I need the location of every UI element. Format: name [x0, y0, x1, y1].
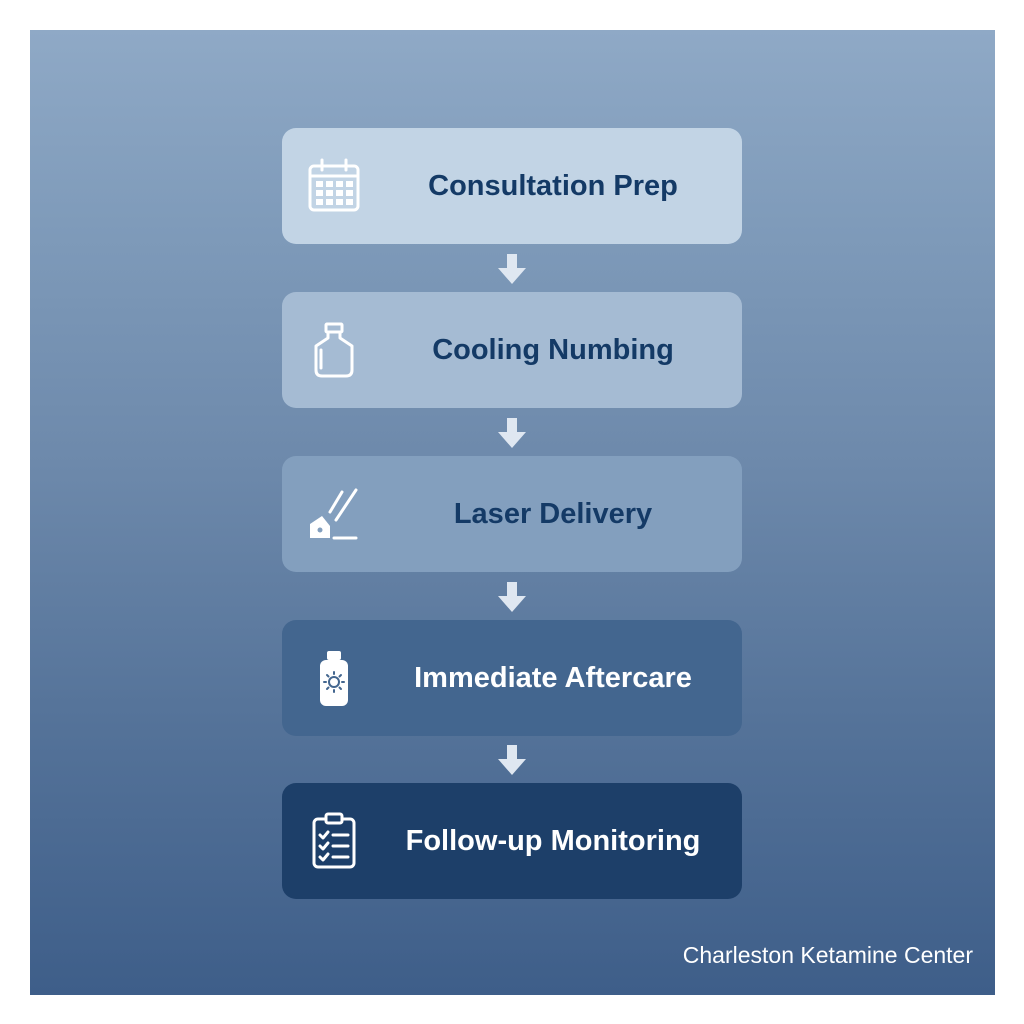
- ice-pack-icon: [304, 320, 364, 380]
- step-consultation-prep: Consultation Prep: [282, 128, 742, 244]
- step-label: Cooling Numbing: [432, 334, 674, 366]
- calendar-icon: [304, 156, 364, 216]
- step-label: Laser Delivery: [453, 498, 653, 530]
- step-immediate-aftercare: Immediate Aftercare: [282, 620, 742, 736]
- brand-caption: Charleston Ketamine Center: [682, 942, 973, 968]
- clipboard-checklist-icon: [304, 811, 364, 871]
- step-follow-up-monitoring: Follow-up Monitoring: [282, 783, 742, 899]
- step-cooling-numbing: Cooling Numbing: [282, 292, 742, 408]
- down-arrow-icon: [496, 580, 528, 614]
- step-label: Consultation Prep: [428, 170, 678, 202]
- down-arrow-icon: [496, 743, 528, 777]
- flowchart-panel: Consultation Prep Cooling Numbing: [30, 30, 995, 995]
- step-laser-delivery: Laser Delivery: [282, 456, 742, 572]
- laser-icon: [304, 484, 364, 544]
- sunscreen-icon: [304, 648, 364, 708]
- step-label: Immediate Aftercare: [414, 662, 692, 694]
- down-arrow-icon: [496, 252, 528, 286]
- down-arrow-icon: [496, 416, 528, 450]
- step-label: Follow-up Monitoring: [405, 825, 701, 857]
